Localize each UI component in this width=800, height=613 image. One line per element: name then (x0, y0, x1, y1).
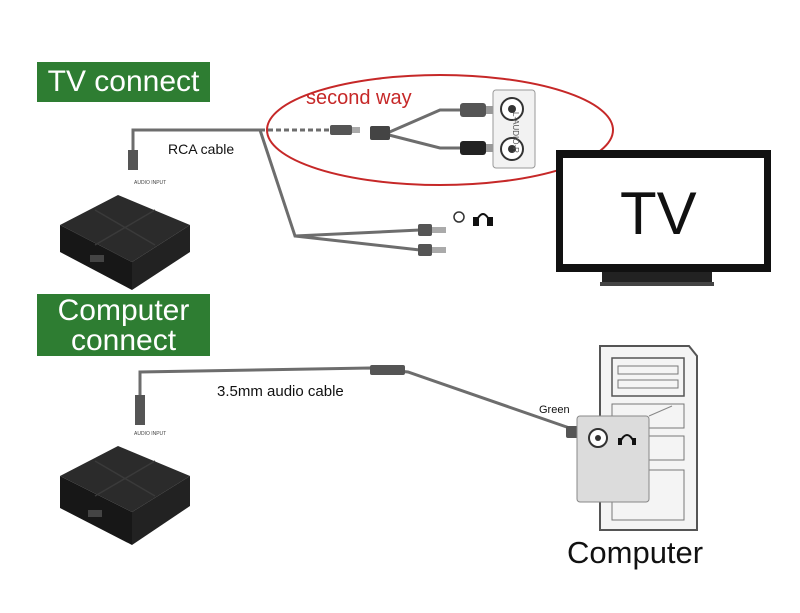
computer-port-panel (576, 415, 650, 503)
audio-port-icon (453, 211, 465, 223)
zoom-callout (648, 405, 673, 417)
computer-cable (138, 366, 585, 435)
rca-plugs (460, 103, 494, 155)
mini-jack-tv (330, 125, 360, 135)
green-port-label: Green (539, 404, 570, 416)
tv-screen-label: TV (620, 180, 697, 247)
audio-cable-label: 3.5mm audio cable (217, 383, 344, 400)
rca-jack-panel (492, 89, 536, 169)
bluetooth-box-top (60, 195, 190, 290)
computer-connect-line-1: Computer (57, 294, 190, 327)
rca-cable-label: RCA cable (168, 141, 235, 157)
computer-connect-line-2: connect (70, 324, 177, 357)
tv-cable-main (131, 128, 421, 252)
audio-plug-box-1 (128, 150, 138, 170)
bluetooth-box-bottom (60, 446, 190, 545)
rca-jack-label: L-AUDIO-R (511, 112, 520, 153)
headphone-icon (473, 213, 493, 226)
audio-input-label-computer: AUDIO INPUT (134, 431, 167, 437)
second-way-label: second way (306, 87, 412, 109)
headphone-plug-2 (418, 244, 446, 256)
rca-split-cable (384, 108, 460, 150)
cable-splitter (370, 126, 390, 140)
audio-plug-box-2 (135, 395, 145, 425)
headphone-plug-1 (418, 224, 446, 236)
cable-sleeve (370, 365, 405, 375)
tv-set (556, 150, 771, 286)
audio-input-label-tv: AUDIO INPUT (134, 180, 167, 186)
second-way-highlight (266, 74, 614, 186)
computer-label: Computer (567, 535, 704, 570)
tv-connect-label: TV connect (37, 62, 210, 102)
computer-connect-label: Computer connect (37, 294, 210, 356)
